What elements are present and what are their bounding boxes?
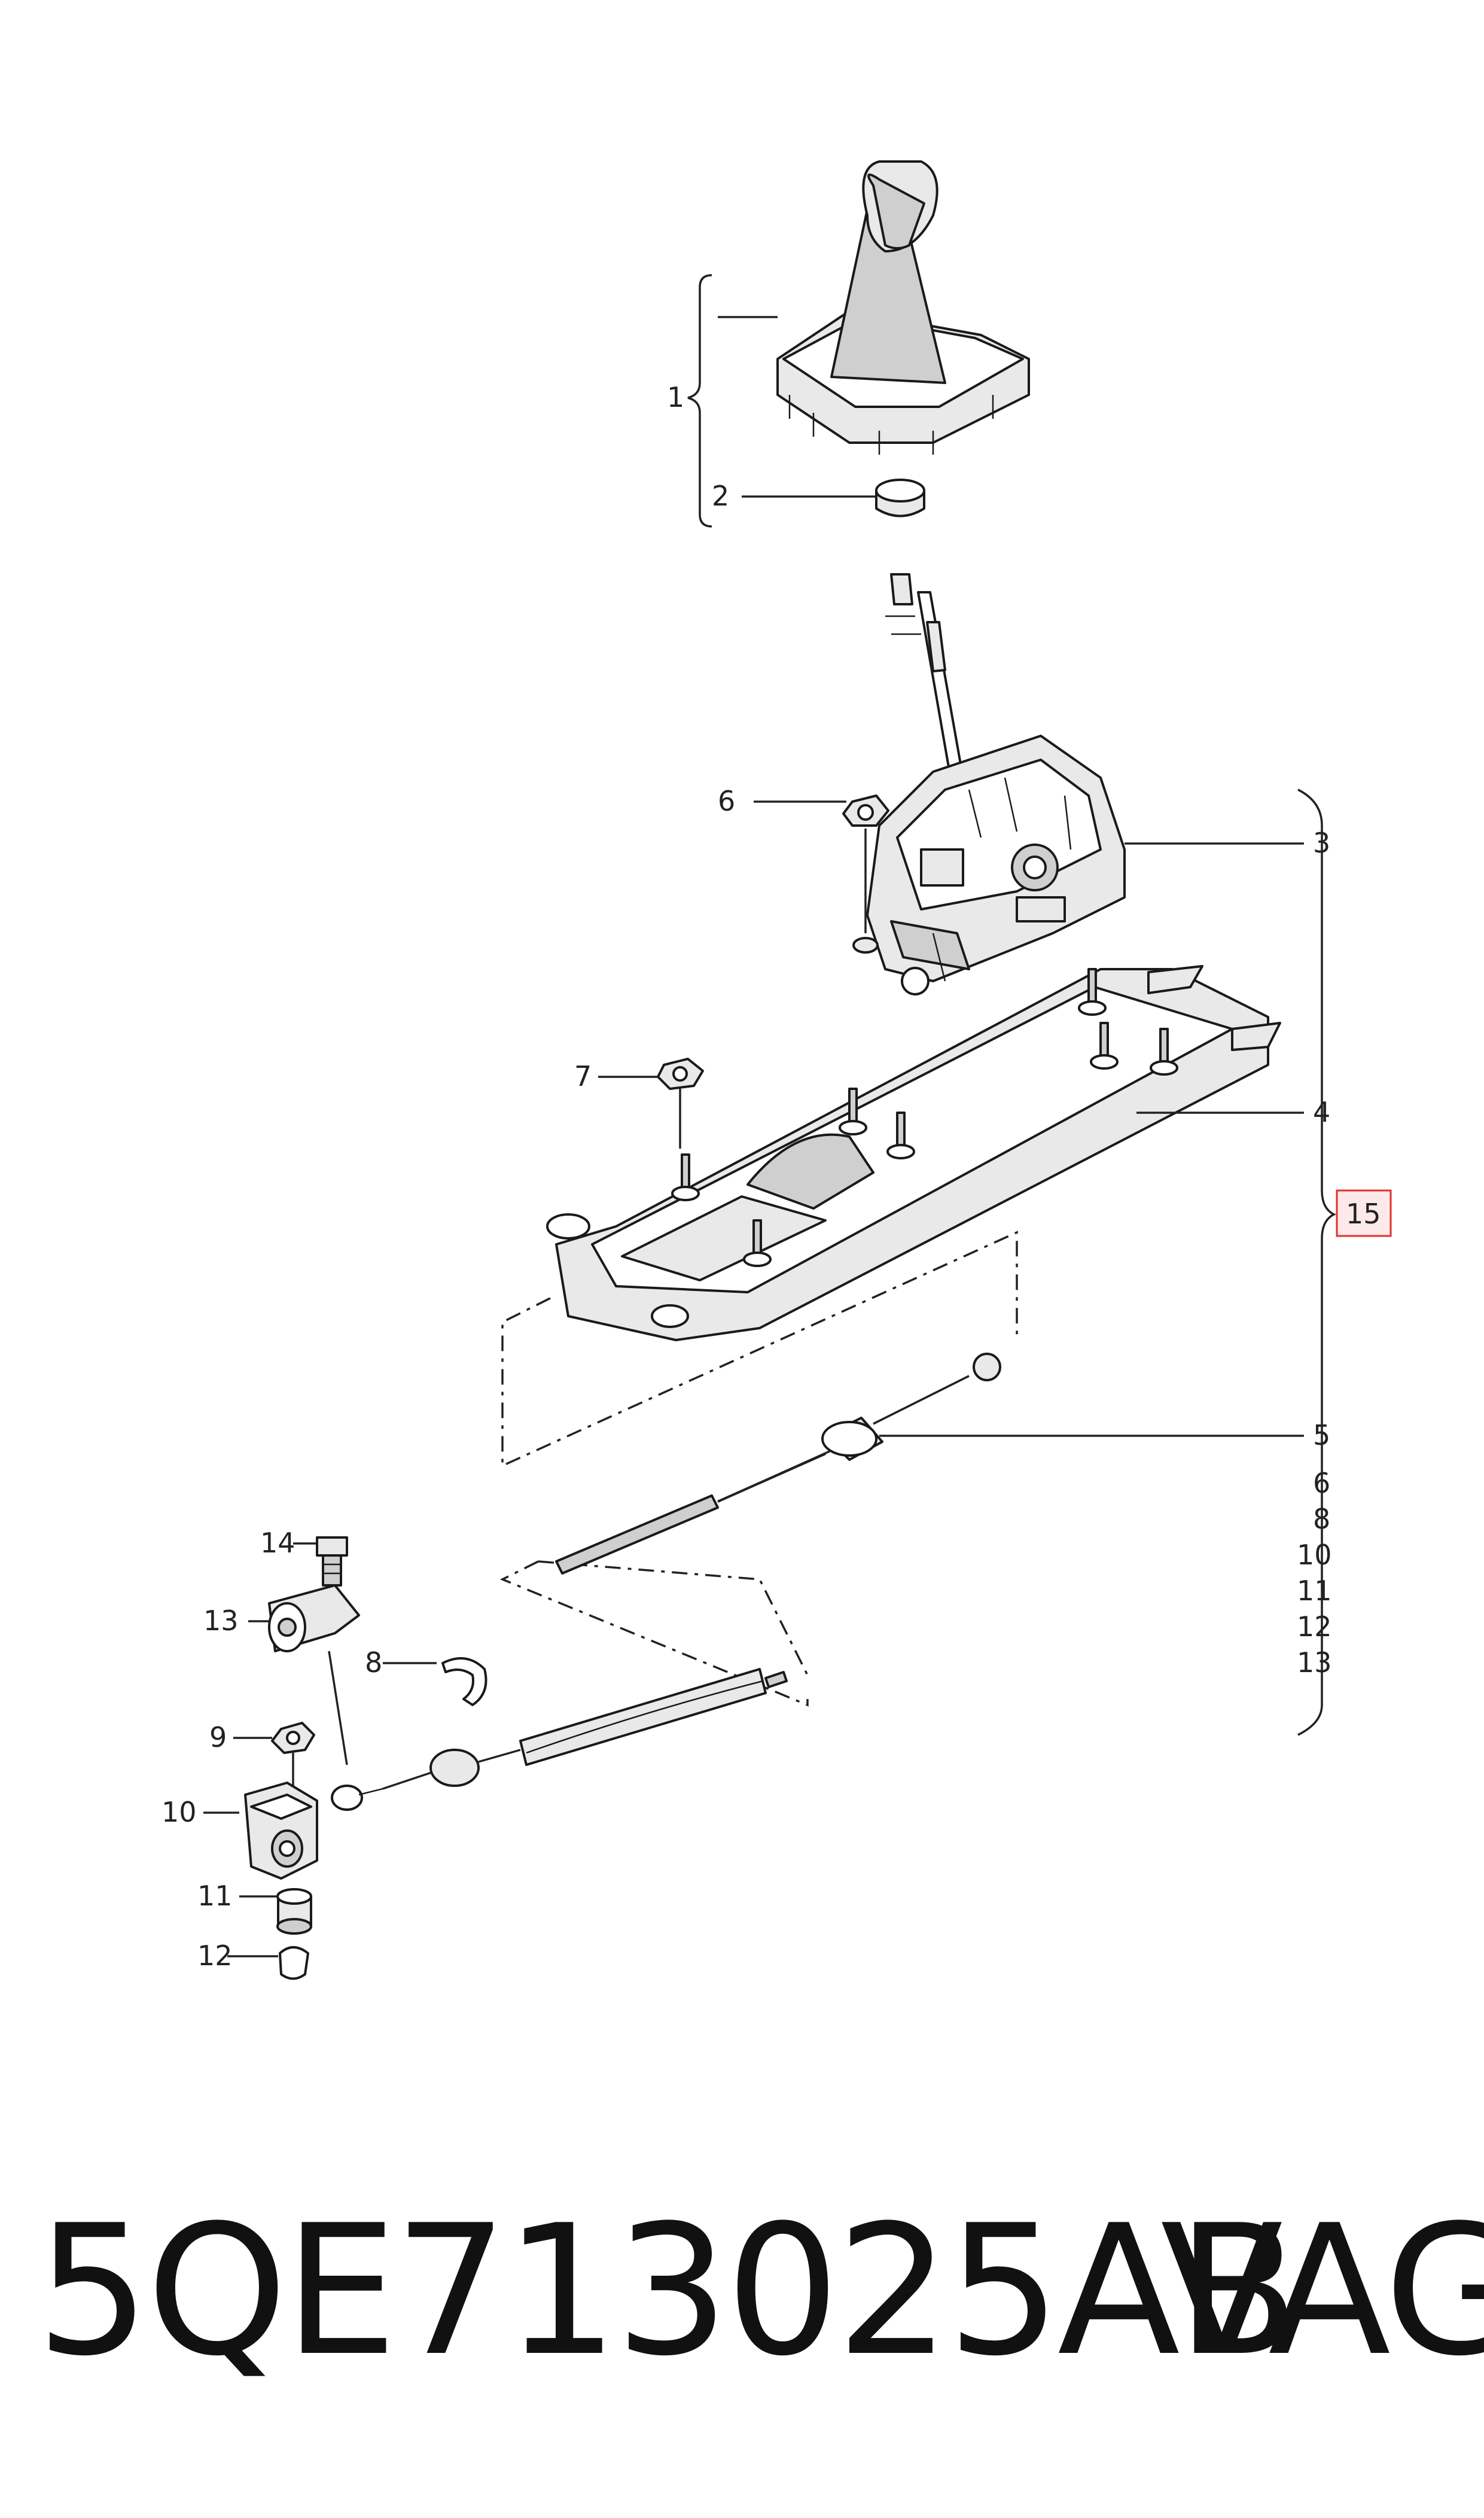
group-list: 6 8 10 11 12 13	[1297, 1467, 1332, 1679]
grommet	[276, 1888, 312, 1935]
callout-1[interactable]: 1	[667, 381, 684, 413]
callout-9[interactable]: 9	[209, 1721, 227, 1753]
group-list-item: 12	[1297, 1610, 1332, 1643]
group-list-item: 13	[1297, 1646, 1332, 1679]
bushing	[875, 479, 925, 517]
selector-cable	[555, 1353, 1001, 1575]
bolt	[316, 1536, 348, 1587]
group-list-item: 11	[1297, 1575, 1332, 1607]
dashed-reference-lower	[499, 1560, 809, 1707]
leader-lines	[203, 316, 1304, 1957]
callout-15[interactable]: 15	[1346, 1198, 1381, 1230]
callout-14[interactable]: 14	[260, 1527, 295, 1559]
group-list-item: 10	[1297, 1539, 1332, 1571]
callout-15-highlight	[1336, 1189, 1392, 1237]
retaining-clip	[441, 1657, 487, 1706]
callout-2[interactable]: 2	[712, 480, 729, 512]
callout-12[interactable]: 12	[197, 1940, 233, 1972]
nut-upper	[842, 794, 889, 954]
callout-3[interactable]: 3	[1313, 827, 1330, 859]
callout-4[interactable]: 4	[1313, 1096, 1330, 1128]
base-plate	[546, 965, 1281, 1341]
callout-8[interactable]: 8	[365, 1646, 382, 1679]
brace-part-15	[1297, 788, 1336, 1736]
nut-plate	[657, 1058, 704, 1149]
callout-labels: 1 2 6 3 7 4 15 5 14 13 8 9 10 11 12	[161, 381, 1381, 1972]
washer	[279, 1946, 309, 1980]
pivot-bearing-block	[244, 1782, 318, 1880]
group-list-item: 6	[1313, 1467, 1330, 1499]
callout-11[interactable]: 11	[197, 1880, 233, 1912]
group-list-item: 8	[1313, 1503, 1330, 1535]
callout-13[interactable]: 13	[203, 1604, 239, 1637]
gear-selection-cable	[331, 1668, 788, 1811]
callout-6[interactable]: 6	[718, 785, 735, 817]
cable-bracket	[268, 1584, 360, 1765]
brace-part-1	[687, 274, 712, 528]
callout-7[interactable]: 7	[574, 1060, 592, 1092]
callout-10[interactable]: 10	[161, 1796, 197, 1828]
part-number: 5QE713025AB	[36, 2187, 1300, 2395]
dashed-reference-upper	[501, 1231, 1018, 1467]
gear-knob-boot	[776, 160, 1030, 455]
brand-label: VAG	[1160, 2187, 1484, 2395]
gear-lever-rod	[885, 573, 964, 782]
shift-mechanism-housing	[866, 735, 1126, 995]
nut-lower	[271, 1722, 315, 1789]
callout-5[interactable]: 5	[1313, 1419, 1330, 1451]
plate-studs	[671, 968, 1178, 1267]
